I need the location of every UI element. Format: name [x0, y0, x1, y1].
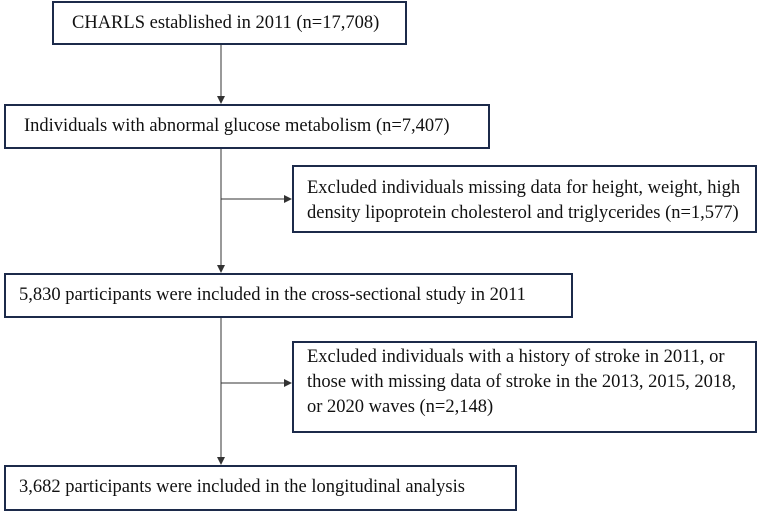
exclusion-text-line: Excluded individuals missing data for he… — [307, 178, 741, 198]
exclusion-text-line: Excluded individuals with a history of s… — [307, 347, 725, 367]
exclusion-box-missing-data: Excluded individuals missing data for he… — [292, 165, 757, 233]
step-box-longitudinal: 3,682 participants were included in the … — [4, 465, 517, 511]
step-text: Individuals with abnormal glucose metabo… — [24, 116, 450, 136]
exclusion-text-line: those with missing data of stroke in the… — [307, 372, 737, 392]
step-box-cross-sectional: 5,830 participants were included in the … — [4, 273, 573, 318]
step-box-charls-established: CHARLS established in 2011 (n=17,708) — [52, 1, 407, 45]
exclusion-text-line: or 2020 waves (n=2,148) — [307, 397, 494, 417]
step-box-abnormal-glucose: Individuals with abnormal glucose metabo… — [4, 104, 490, 149]
step-text: 3,682 participants were included in the … — [19, 477, 465, 497]
exclusion-text-line: density lipoprotein cholesterol and trig… — [307, 203, 739, 223]
step-text: CHARLS established in 2011 (n=17,708) — [72, 13, 380, 33]
exclusion-box-stroke-history: Excluded individuals with a history of s… — [292, 341, 757, 433]
step-text: 5,830 participants were included in the … — [19, 285, 526, 305]
